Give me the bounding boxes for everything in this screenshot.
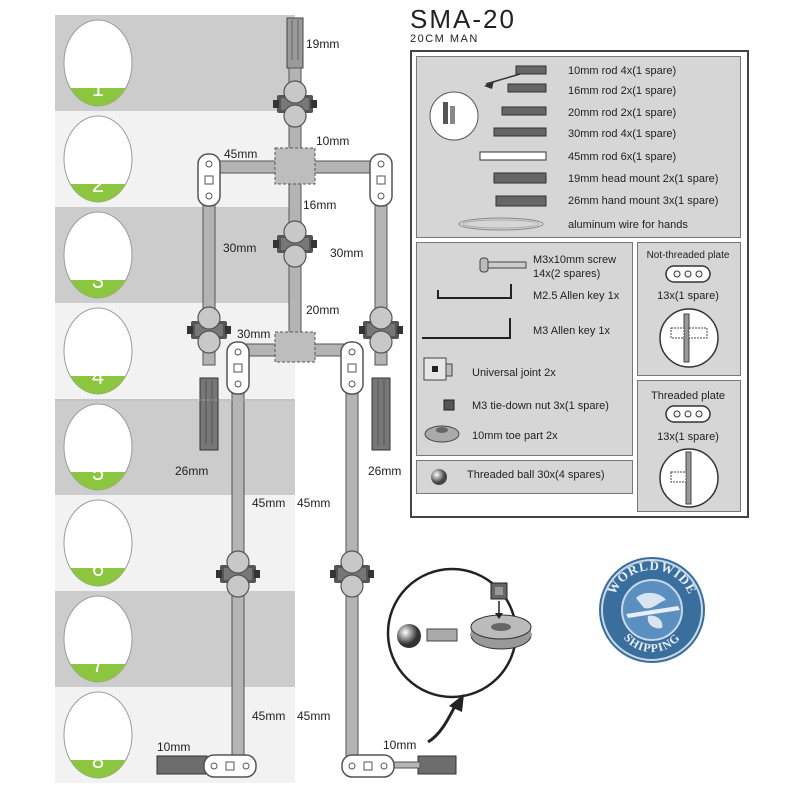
step-number: 3 xyxy=(91,268,105,293)
step-number: 7 xyxy=(91,652,105,677)
hw-allen-25: M2.5 Allen key 1x xyxy=(533,290,620,302)
part-30mm-rod: 30mm rod 4x(1 spare) xyxy=(568,128,677,140)
hw-toe-part: 10mm toe part 2x xyxy=(472,430,558,442)
step-number: 6 xyxy=(91,556,105,581)
step-oval-3: 3 xyxy=(62,210,134,299)
part-16mm-rod: 16mm rod 2x(1 spare) xyxy=(568,85,677,97)
rods-box xyxy=(416,56,741,238)
dim-foot-left: 10mm xyxy=(157,740,191,754)
dim-head-rod: 19mm xyxy=(306,37,340,51)
page-subtitle: 20CM MAN xyxy=(410,33,479,45)
dim-foot-right: 10mm xyxy=(383,738,417,752)
dim-shin-left: 45mm xyxy=(252,709,286,723)
dim-hip-rod: 30mm xyxy=(237,327,271,341)
step-number: 4 xyxy=(91,364,105,389)
dim-shoulder-rod: 45mm xyxy=(224,147,258,161)
part-20mm-rod: 20mm rod 2x(1 spare) xyxy=(568,107,677,119)
step-oval-7: 7 xyxy=(62,594,134,683)
dim-spine-lower: 20mm xyxy=(306,303,340,317)
toe-detail-circle xyxy=(386,567,532,699)
not-threaded-plate-qty: 13x(1 spare) xyxy=(657,290,719,302)
dim-thigh-right: 45mm xyxy=(297,496,331,510)
threaded-plate-detail xyxy=(659,448,719,508)
step-oval-6: 6 xyxy=(62,498,134,587)
hw-screw-line2: 14x(2 spares) xyxy=(533,268,601,280)
threaded-plate-title: Threaded plate xyxy=(651,390,725,402)
hw-screw-line1: M3x10mm screw xyxy=(533,254,617,266)
hw-allen-3: M3 Allen key 1x xyxy=(533,325,611,337)
step-oval-4: 4 xyxy=(62,306,134,395)
hardware-box xyxy=(416,242,633,456)
part-10mm-rod: 10mm rod 4x(1 spare) xyxy=(568,65,677,77)
dim-upper-arm-right: 30mm xyxy=(330,246,364,260)
page-title: SMA-20 xyxy=(410,4,516,34)
hardware-illustration xyxy=(422,257,527,443)
step-number: 8 xyxy=(91,748,105,773)
hw-threaded-ball: Threaded ball 30x(4 spares) xyxy=(467,469,605,481)
not-threaded-plate-icon xyxy=(665,265,711,283)
dim-hand-left: 26mm xyxy=(175,464,209,478)
dim-thigh-left: 45mm xyxy=(252,496,286,510)
step-oval-8: 8 xyxy=(62,690,134,779)
not-threaded-plate-title: Not-threaded plate xyxy=(646,250,730,261)
rods-illustration xyxy=(429,65,547,231)
step-number: 1 xyxy=(91,76,105,101)
step-oval-5: 5 xyxy=(62,402,134,491)
part-aluminum-wire: aluminum wire for hands xyxy=(568,219,688,231)
ball-box xyxy=(416,460,633,494)
dim-upper-arm-left: 30mm xyxy=(223,241,257,255)
step-oval-1: 1 xyxy=(62,18,134,107)
worldwide-shipping-stamp: WORLDWIDE SHIPPING xyxy=(599,557,705,663)
dim-hand-right: 26mm xyxy=(368,464,402,478)
part-26mm-hand-mount: 26mm hand mount 3x(1 spare) xyxy=(568,195,719,207)
hw-tiedown-nut: M3 tie-down nut 3x(1 spare) xyxy=(472,400,609,412)
step-number: 5 xyxy=(91,460,105,485)
threaded-plate-qty: 13x(1 spare) xyxy=(657,431,719,443)
hw-universal-joint: Universal joint 2x xyxy=(472,367,556,379)
part-19mm-head-mount: 19mm head mount 2x(1 spare) xyxy=(568,173,719,185)
dim-neck-rod: 10mm xyxy=(316,134,350,148)
ball-icon xyxy=(431,469,447,485)
step-oval-2: 2 xyxy=(62,114,134,203)
dim-spine-upper: 16mm xyxy=(303,198,337,212)
part-45mm-rod: 45mm rod 6x(1 spare) xyxy=(568,151,677,163)
curved-arrow-icon xyxy=(427,694,464,744)
dim-shin-right: 45mm xyxy=(297,709,331,723)
threaded-plate-icon xyxy=(665,405,711,423)
step-number: 2 xyxy=(91,172,105,197)
not-threaded-plate-detail xyxy=(659,308,719,368)
